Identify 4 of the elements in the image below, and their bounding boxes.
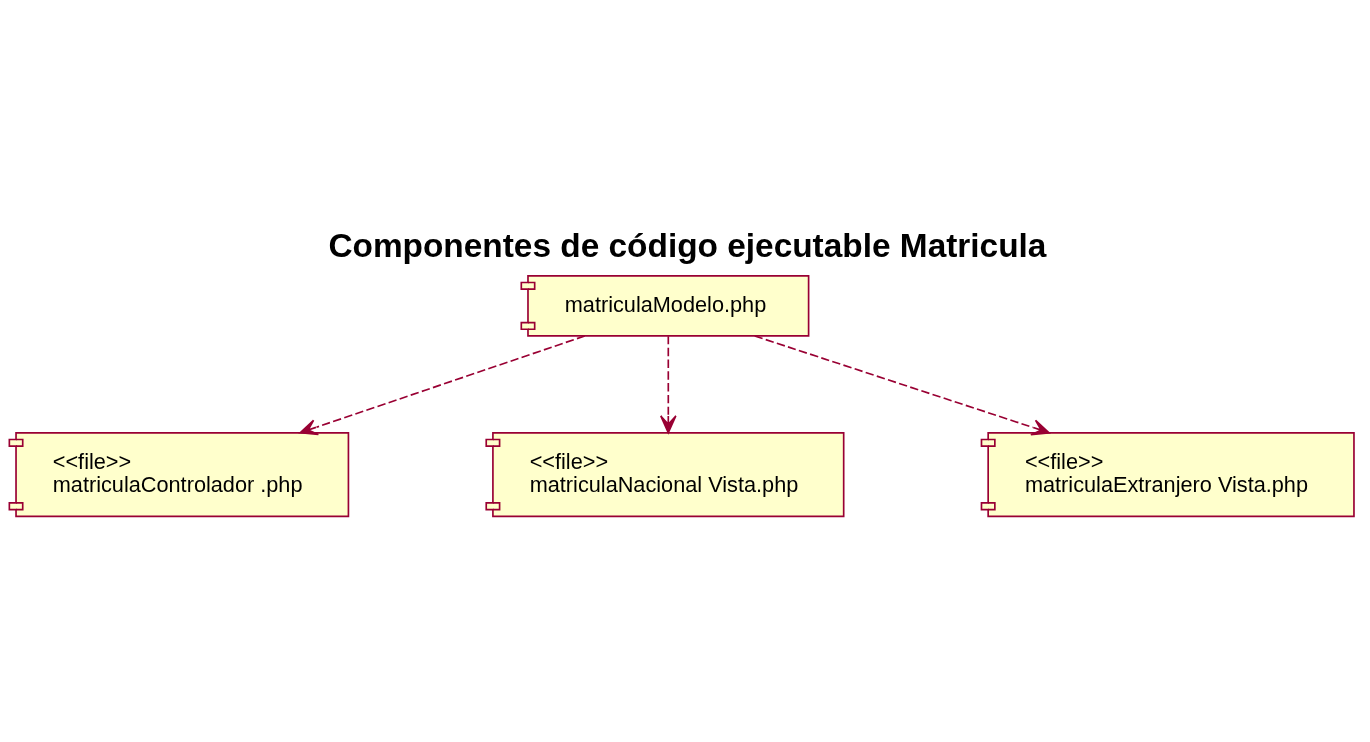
arrow <box>299 335 586 436</box>
diagram-title: Componentes de código ejecutable Matricula <box>328 227 1047 265</box>
arrow <box>753 335 1050 436</box>
arrow <box>659 335 677 434</box>
